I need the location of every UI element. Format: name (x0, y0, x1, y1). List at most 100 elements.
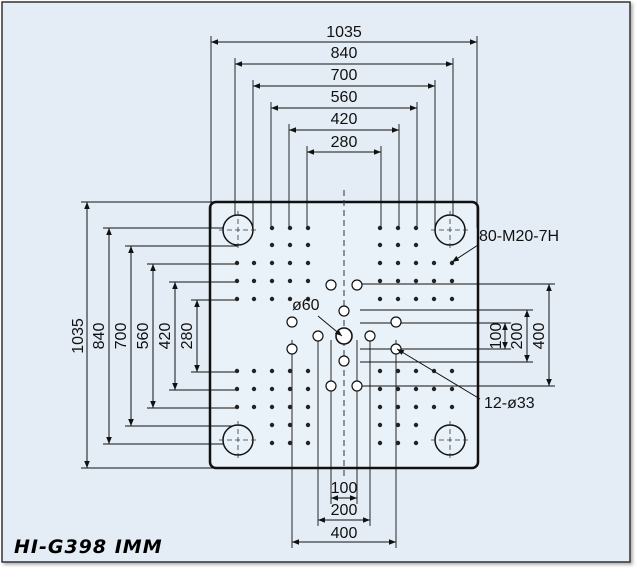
thread-hole (269, 440, 275, 446)
dim-width-280: 280 (331, 134, 358, 151)
thread-hole (251, 260, 257, 266)
ejector-hole (312, 330, 324, 342)
thread-hole (395, 225, 401, 231)
thread-hole (234, 386, 240, 392)
thread-hole (287, 225, 293, 231)
thread-hole (287, 368, 293, 374)
thread-hole (413, 386, 419, 392)
tie-bar-holes (219, 211, 469, 459)
ejector-hole (325, 279, 337, 291)
dim-right-200: 200 (509, 323, 526, 350)
dim-right-400: 400 (531, 323, 548, 350)
thread-hole (269, 404, 275, 410)
thread-hole (269, 368, 275, 374)
thread-hole (449, 386, 455, 392)
thread-hole (269, 386, 275, 392)
thread-hole (449, 404, 455, 410)
thread-hole (431, 260, 437, 266)
thread-hole (251, 404, 257, 410)
thread-hole (377, 225, 383, 231)
thread-hole (395, 368, 401, 374)
thread-hole (269, 422, 275, 428)
thread-leader (451, 244, 479, 263)
ejector-holes (286, 279, 402, 392)
ejector-hole (286, 343, 298, 355)
thread-hole (431, 386, 437, 392)
dim-width-700: 700 (331, 67, 358, 84)
dim-width-1035: 1035 (326, 24, 362, 41)
thread-hole (305, 404, 311, 410)
dim-height-280: 280 (179, 323, 196, 350)
thread-hole (305, 225, 311, 231)
thread-hole (269, 242, 275, 248)
ejector-hole (338, 305, 350, 317)
thread-hole (305, 260, 311, 266)
thread-hole (377, 296, 383, 302)
thread-hole (251, 368, 257, 374)
thread-hole (413, 440, 419, 446)
thread-hole (234, 278, 240, 284)
thread-hole (234, 260, 240, 266)
thread-hole (413, 422, 419, 428)
dim-height-560: 560 (135, 323, 152, 350)
thread-hole (449, 278, 455, 284)
dim-height-700: 700 (113, 323, 130, 350)
thread-hole (413, 225, 419, 231)
ejector-hole (390, 316, 402, 328)
thread-hole (377, 260, 383, 266)
thread-hole (287, 386, 293, 392)
thread-hole (287, 278, 293, 284)
thread-hole (377, 278, 383, 284)
thread-hole (395, 242, 401, 248)
thread-hole (431, 404, 437, 410)
thread-hole (413, 242, 419, 248)
ejector-hole (351, 279, 363, 291)
thread-hole (305, 368, 311, 374)
dim-height-840: 840 (91, 323, 108, 350)
thread-hole (269, 225, 275, 231)
center-hole (335, 327, 353, 345)
thread-hole (234, 296, 240, 302)
thread-hole (251, 278, 257, 284)
thread-hole (287, 296, 293, 302)
thread-hole (305, 386, 311, 392)
extension-lines (81, 36, 555, 548)
dim-bottom-100: 100 (331, 480, 358, 497)
thread-hole (305, 278, 311, 284)
thread-hole (395, 440, 401, 446)
dim-bottom-200: 200 (331, 502, 358, 519)
thread-hole (287, 440, 293, 446)
thread-hole (377, 368, 383, 374)
thread-hole (251, 386, 257, 392)
thread-hole (269, 278, 275, 284)
thread-callout: 80-M20-7H (479, 228, 559, 245)
thread-hole (413, 278, 419, 284)
thread-hole (377, 386, 383, 392)
dim-right-100: 100 (488, 323, 505, 350)
thread-hole (395, 296, 401, 302)
thread-hole (377, 440, 383, 446)
ejector-hole (364, 330, 376, 342)
thread-hole (305, 440, 311, 446)
thread-hole (395, 278, 401, 284)
dim-width-840: 840 (331, 45, 358, 62)
thread-hole (413, 260, 419, 266)
thread-holes (234, 225, 455, 446)
model-title: HI-G398 IMM (14, 536, 163, 558)
ejector-hole (351, 380, 363, 392)
thread-hole (377, 242, 383, 248)
holes-callout: 12-ø33 (484, 395, 535, 412)
dim-height-1035: 1035 (70, 318, 87, 354)
ejector-hole (390, 343, 402, 355)
thread-hole (395, 422, 401, 428)
ejector-hole (286, 316, 298, 328)
thread-hole (269, 296, 275, 302)
thread-hole (449, 296, 455, 302)
thread-hole (449, 368, 455, 374)
thread-hole (431, 296, 437, 302)
center-hole-leader (317, 315, 343, 337)
thread-hole (395, 260, 401, 266)
thread-hole (377, 422, 383, 428)
